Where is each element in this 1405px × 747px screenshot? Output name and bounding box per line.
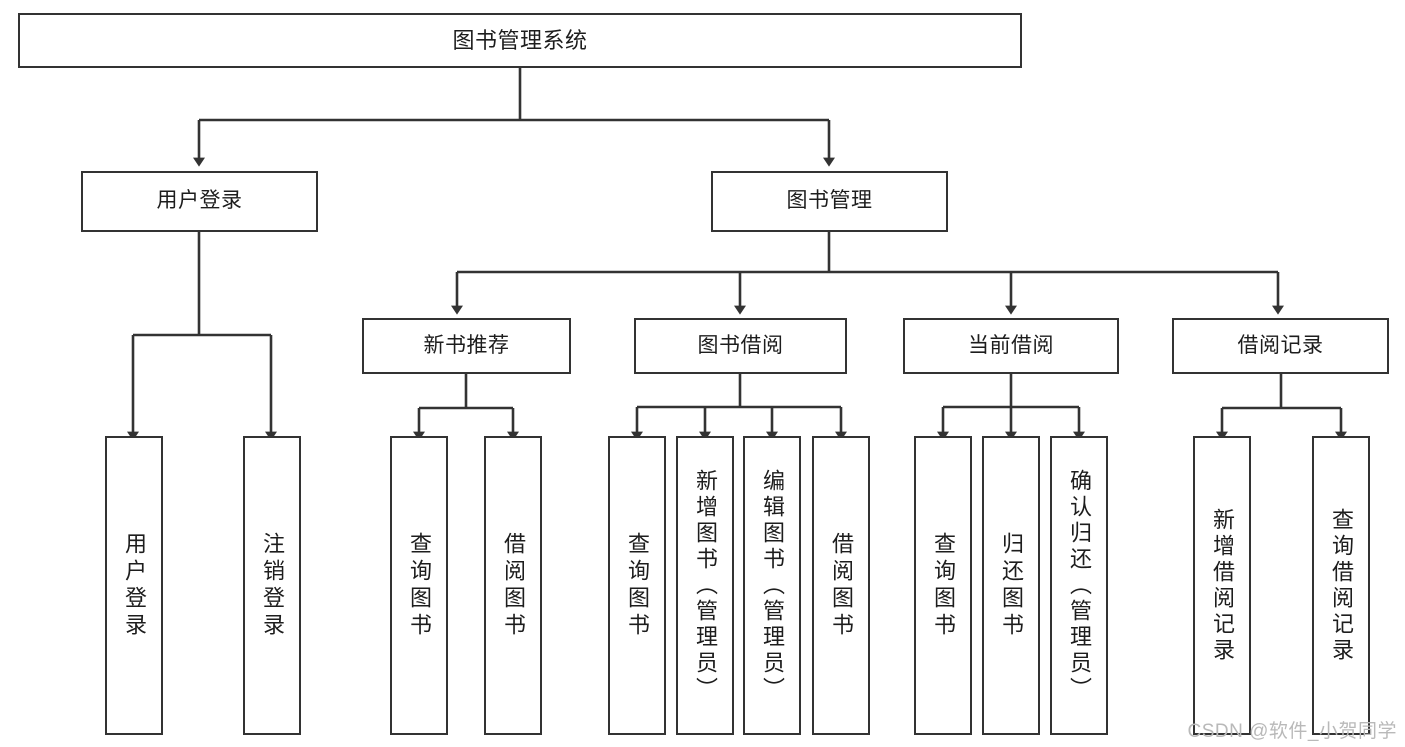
node-leaf-return-book[interactable]: 归还图书 — [982, 436, 1040, 735]
node-leaf-borrow-book-recommend[interactable]: 借阅图书 — [484, 436, 542, 735]
node-leaf-query-borrow-record[interactable]: 查询借阅记录 — [1312, 436, 1370, 735]
node-label: 新增借阅记录 — [1210, 507, 1235, 664]
node-label: 编辑图书（管理员） — [760, 468, 785, 703]
node-label: 新增图书（管理员） — [693, 468, 718, 703]
node-leaf-query-book-borrow[interactable]: 查询图书 — [608, 436, 666, 735]
node-user-login[interactable]: 用户登录 — [81, 171, 318, 232]
node-leaf-add-book-admin[interactable]: 新增图书（管理员） — [676, 436, 734, 735]
node-label: 新书推荐 — [423, 333, 510, 357]
node-root-book-management-system[interactable]: 图书管理系统 — [18, 13, 1022, 68]
node-label: 确认归还（管理员） — [1067, 468, 1092, 703]
node-label: 当前借阅 — [968, 333, 1054, 357]
node-label: 查询借阅记录 — [1329, 507, 1354, 664]
node-leaf-confirm-return-admin[interactable]: 确认归还（管理员） — [1050, 436, 1108, 735]
node-leaf-query-book-current[interactable]: 查询图书 — [914, 436, 972, 735]
node-label: 用户登录 — [122, 531, 147, 640]
node-current-borrow[interactable]: 当前借阅 — [903, 318, 1119, 374]
node-book-borrow[interactable]: 图书借阅 — [634, 318, 847, 374]
node-label: 图书借阅 — [697, 333, 784, 357]
node-label: 查询图书 — [625, 531, 650, 640]
node-label: 借阅图书 — [501, 531, 526, 640]
node-label: 用户登录 — [156, 189, 243, 213]
node-borrow-record[interactable]: 借阅记录 — [1172, 318, 1389, 374]
node-leaf-edit-book-admin[interactable]: 编辑图书（管理员） — [743, 436, 801, 735]
node-leaf-borrow-book-borrow[interactable]: 借阅图书 — [812, 436, 870, 735]
node-label: 图书管理系统 — [452, 27, 588, 53]
node-label: 查询图书 — [931, 531, 956, 640]
node-book-management[interactable]: 图书管理 — [711, 171, 948, 232]
node-new-book-recommend[interactable]: 新书推荐 — [362, 318, 571, 374]
node-label: 注销登录 — [260, 531, 285, 640]
node-label: 查询图书 — [407, 531, 432, 640]
node-leaf-query-book-recommend[interactable]: 查询图书 — [390, 436, 448, 735]
node-label: 借阅图书 — [829, 531, 854, 640]
node-label: 借阅记录 — [1237, 333, 1324, 357]
node-label: 归还图书 — [999, 531, 1024, 640]
node-leaf-logout-login[interactable]: 注销登录 — [243, 436, 301, 735]
node-label: 图书管理 — [786, 189, 873, 213]
csdn-watermark: CSDN @软件_小贺同学 — [1187, 721, 1397, 742]
node-leaf-user-login[interactable]: 用户登录 — [105, 436, 163, 735]
node-leaf-add-borrow-record[interactable]: 新增借阅记录 — [1193, 436, 1251, 735]
